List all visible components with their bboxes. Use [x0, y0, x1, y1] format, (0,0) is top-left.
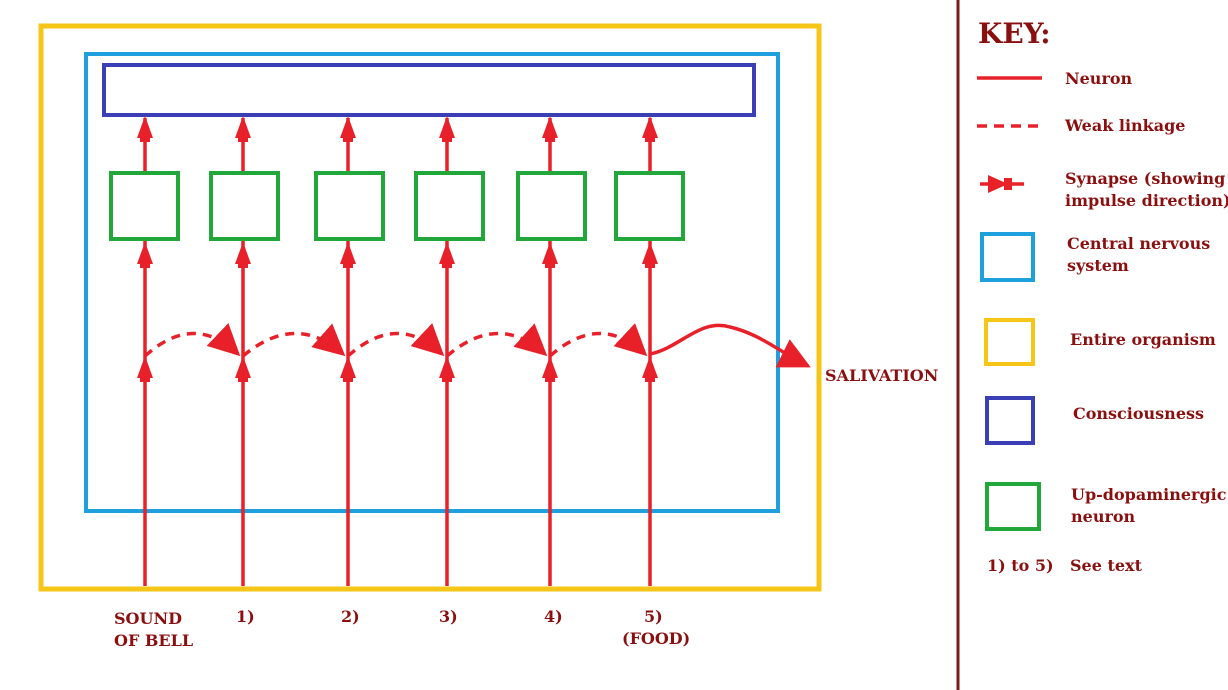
key-updop-label-1: Up-dopaminergic	[1071, 485, 1227, 504]
neuron-columns	[109, 116, 685, 586]
organism-box	[38, 23, 822, 592]
synapse-top-4	[542, 116, 558, 142]
key-updop-label-2: neuron	[1071, 507, 1136, 526]
key-cns-label-2: system	[1067, 256, 1129, 275]
key-title: KEY:	[978, 17, 1051, 50]
key-organism-label: Entire organism	[1070, 330, 1216, 349]
synapse-mid-4	[542, 242, 558, 268]
key-synapse-label-2: impulse direction)	[1065, 191, 1228, 210]
input-label-4: 4)	[544, 607, 563, 626]
input-label-0-line1: SOUND	[114, 609, 182, 628]
weak-linkage-2	[346, 323, 445, 358]
key-numbers-symbol: 1) to 5)	[987, 556, 1054, 575]
synapse-mid-5	[642, 242, 658, 268]
updop-box-3	[414, 171, 485, 241]
synapse-mid-3	[439, 242, 455, 268]
synapse-low-2	[340, 356, 356, 382]
updop-box-2	[314, 171, 385, 241]
input-label-0-line2: OF BELL	[114, 631, 193, 650]
key-synapse-label-1: Synapse (showing	[1065, 169, 1225, 188]
key-panel: KEY: Neuron Weak linkage Synapse (showin…	[977, 17, 1228, 575]
key-numbers-label: See text	[1070, 556, 1143, 575]
synapse-low-5	[642, 356, 658, 382]
synapse-low-4	[542, 356, 558, 382]
salivation-neuron	[649, 323, 811, 368]
synapse-mid-0	[137, 242, 153, 268]
updop-box-1	[209, 171, 280, 241]
key-weak-label: Weak linkage	[1064, 116, 1185, 135]
synapse-top-2	[340, 116, 356, 142]
input-label-1: 1)	[236, 607, 255, 626]
weak-linkages	[143, 323, 648, 358]
input-labels: SOUND OF BELL 1) 2) 3) 4) 5) (FOOD)	[114, 607, 690, 650]
synapse-low-1	[235, 356, 251, 382]
input-label-2: 2)	[341, 607, 360, 626]
key-cns-symbol	[980, 232, 1035, 282]
key-neuron-label: Neuron	[1065, 69, 1133, 88]
synapse-top-5	[642, 116, 658, 142]
updop-box-5	[614, 171, 685, 241]
cns-box	[84, 52, 780, 513]
updop-box-0	[109, 171, 180, 241]
salivation-label: SALIVATION	[825, 366, 938, 385]
weak-linkage-0	[143, 323, 241, 358]
input-label-5-line2: (FOOD)	[622, 629, 690, 648]
synapse-top-0	[137, 116, 153, 142]
synapse-low-0	[137, 356, 153, 382]
synapse-top-3	[439, 116, 455, 142]
key-synapse-symbol	[980, 175, 1024, 193]
input-label-5-line1: 5)	[644, 607, 663, 626]
key-consciousness-symbol	[985, 396, 1035, 445]
weak-linkage-3	[445, 323, 548, 358]
key-updop-symbol	[985, 482, 1041, 531]
synapse-mid-2	[340, 242, 356, 268]
key-cns-label-1: Central nervous	[1067, 234, 1210, 253]
synapse-top-1	[235, 116, 251, 142]
input-label-3: 3)	[439, 607, 458, 626]
synapse-mid-1	[235, 242, 251, 268]
weak-linkage-1	[241, 323, 346, 358]
key-organism-symbol	[984, 318, 1035, 366]
updop-box-4	[516, 171, 587, 241]
weak-linkage-4	[548, 323, 648, 358]
key-consciousness-label: Consciousness	[1073, 404, 1204, 423]
synapse-low-3	[439, 356, 455, 382]
consciousness-box	[102, 63, 756, 117]
